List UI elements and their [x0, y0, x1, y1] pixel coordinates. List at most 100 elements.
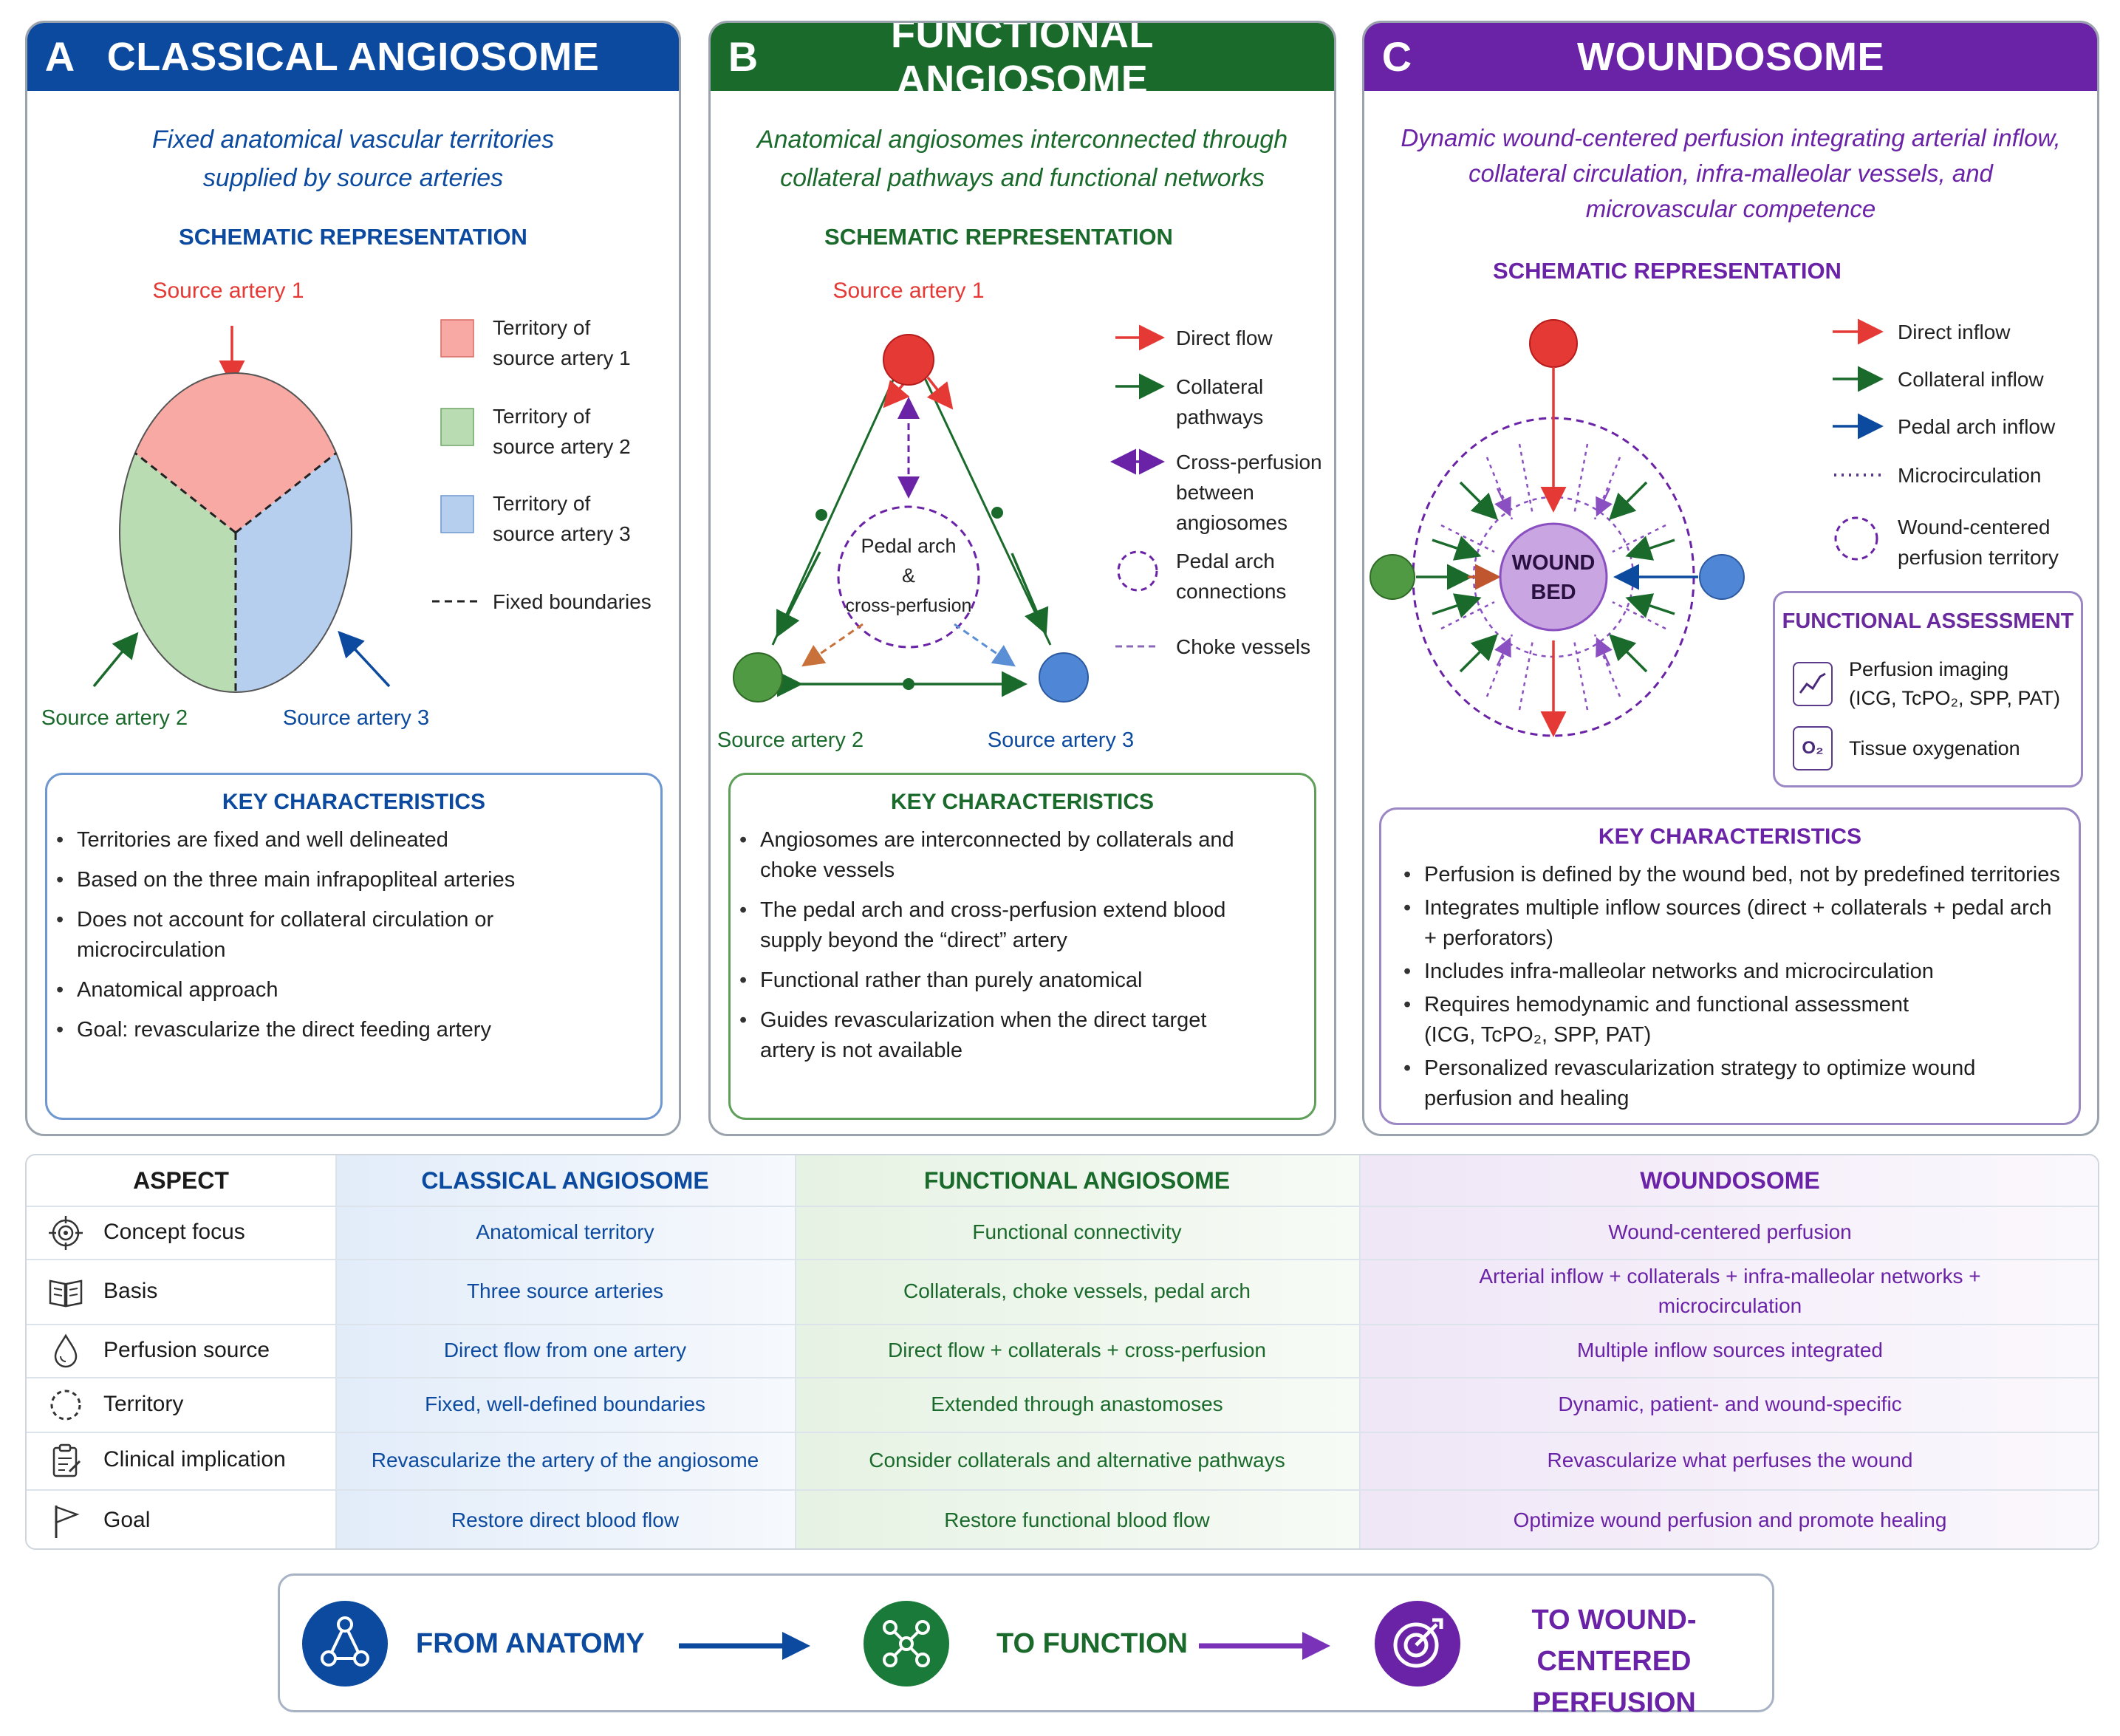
aspect-basis: Basis [103, 1279, 158, 1303]
legend-cross-perfusion-line-2: between [1176, 481, 1254, 504]
banner-from-anatomy: FROM ANATOMY [416, 1628, 645, 1659]
panel-b-key-list: Angiosomes are interconnected by collate… [731, 825, 1314, 1066]
panel-b-letter: B [728, 33, 759, 80]
collateral-pathway-right [918, 366, 1052, 646]
legend-territory-1-line-2: source artery 1 [493, 346, 631, 369]
panel-a-key-title: KEY CHARACTERISTICS [222, 790, 486, 814]
banner-step3-line-2: PERFUSION [1532, 1687, 1696, 1718]
panel-classical-angiosome: A CLASSICAL ANGIOSOME Fixed anatomical v… [25, 21, 681, 1136]
collateral-arrow-right [1011, 553, 1049, 635]
dashed-circle-icon [50, 1390, 81, 1421]
list-item: Guides revascularization when the direct… [739, 1005, 1299, 1066]
perfusion-imaging-text: Perfusion imaging (ICG, TcPO₂, SPP, PAT) [1849, 655, 2060, 713]
list-item: Perfusion is defined by the wound bed, n… [1403, 860, 2064, 890]
table-cell: Direct flow + collaterals + cross-perfus… [888, 1339, 1266, 1361]
column-divider [795, 1155, 796, 1548]
legend-fixed-boundaries-label: Fixed boundaries [493, 590, 652, 613]
book-icon [49, 1279, 83, 1308]
panel-c-title: WOUNDOSOME [1577, 35, 1884, 79]
functional-source-artery-3-label: Source artery 3 [988, 728, 1134, 752]
panel-c-header: C WOUNDOSOME [1364, 23, 2097, 91]
panel-c-schematic-label: SCHEMATIC REPRESENTATION [1493, 258, 1842, 284]
collateral-arrow-left [776, 551, 821, 638]
row-divider [27, 1324, 2098, 1325]
panel-c-subtitle: Dynamic wound-centered perfusion integra… [1379, 120, 2082, 227]
legend-territory-1-line-1: Territory of [493, 316, 590, 339]
list-item: Based on the three main infrapopliteal a… [56, 865, 646, 895]
panel-c-key-characteristics: KEY CHARACTERISTICS Perfusion is defined… [1379, 807, 2081, 1125]
fixed-boundary-line [235, 452, 338, 534]
header-aspect: ASPECT [133, 1167, 229, 1194]
legend-direct-flow-label: Direct flow [1176, 327, 1273, 349]
direct-flow-arrow-right [926, 376, 954, 410]
anatomy-network-icon [302, 1601, 388, 1687]
perfusion-imaging-line-2: (ICG, TcPO₂, SPP, PAT) [1849, 687, 2061, 709]
tissue-oxygenation-item: O₂ Tissue oxygenation [1793, 726, 2020, 770]
table-cell: Extended through anastomoses [931, 1392, 1223, 1415]
panel-a-letter: A [44, 33, 75, 80]
legend-pedal-arch-circle [1117, 550, 1158, 592]
function-network-icon [864, 1601, 949, 1687]
panel-b-schematic-label: SCHEMATIC REPRESENTATION [824, 224, 1173, 250]
panel-c-letter: C [1381, 33, 1412, 80]
panel-a-key-characteristics: KEY CHARACTERISTICS Territories are fixe… [45, 773, 663, 1120]
functional-assessment-title: FUNCTIONAL ASSESSMENT [1782, 609, 2074, 633]
panel-a-header: A CLASSICAL ANGIOSOME [27, 23, 679, 91]
panel-b-subtitle: Anatomical angiosomes interconnected thr… [725, 120, 1319, 197]
panel-woundosome: C WOUNDOSOME Dynamic wound-centered perf… [1362, 21, 2099, 1136]
header-functional: FUNCTIONAL ANGIOSOME [923, 1167, 1231, 1194]
table-cell: Arterial inflow + collaterals + infra-ma… [1479, 1265, 1981, 1317]
direct-inflow-node [1529, 319, 1578, 368]
panel-a-subtitle-line-1: Fixed anatomical vascular territories [151, 126, 555, 154]
wound-bed-label-line-2: BED [1531, 581, 1576, 604]
list-item: Angiosomes are interconnected by collate… [739, 825, 1299, 886]
panel-b-title: FUNCTIONAL ANGIOSOME [891, 21, 1154, 102]
aspect-concept-focus: Concept focus [103, 1220, 245, 1244]
territory-artery-3-sector [236, 453, 352, 692]
classical-column-bg [335, 1155, 795, 1548]
panel-c-subtitle-line-3: microvascular competence [1585, 195, 1876, 222]
table-cell: Multiple inflow sources integrated [1577, 1339, 1883, 1361]
collateral-node [903, 678, 914, 690]
panel-c-subtitle-line-2: collateral circulation, infra-malleolar … [1468, 160, 1993, 187]
source-artery-1-node [883, 334, 934, 386]
row-divider [27, 1206, 2098, 1207]
woundosome-column-bg [1359, 1155, 2098, 1548]
source-artery-2-node [733, 652, 783, 703]
collateral-inflow-node [1370, 554, 1415, 600]
panel-b-subtitle-line-2: collateral pathways and functional netwo… [780, 164, 1265, 192]
legend-collateral-inflow-label: Collateral inflow [1898, 368, 2044, 391]
banner-to-wound-centered: TO WOUND-CENTERED PERFUSION [1488, 1599, 1740, 1723]
perfusion-imaging-line-1: Perfusion imaging [1849, 658, 2009, 680]
panel-a-schematic-label: SCHEMATIC REPRESENTATION [179, 224, 527, 250]
list-item: Includes infra-malleolar networks and mi… [1403, 957, 2064, 987]
column-divider [1359, 1155, 1361, 1548]
collateral-node [991, 507, 1003, 519]
list-item: Anatomical approach [56, 975, 646, 1005]
legend-choke-vessels-label: Choke vessels [1176, 635, 1310, 658]
legend-cross-perfusion-line-1: Cross-perfusion [1176, 451, 1322, 474]
legend-pedal-arch-line-2: connections [1176, 580, 1286, 603]
row-divider [27, 1489, 2098, 1491]
panel-functional-angiosome: B FUNCTIONAL ANGIOSOME Anatomical angios… [708, 21, 1336, 1136]
list-item: Does not account for collateral circulat… [56, 905, 646, 966]
aspect-perfusion-source: Perfusion source [103, 1338, 270, 1362]
legend-collateral-line-1: Collateral [1176, 375, 1263, 398]
banner-step3-line-1: TO WOUND-CENTERED [1531, 1605, 1697, 1677]
panel-a-key-list: Territories are fixed and well delineate… [47, 825, 660, 1045]
source-artery-3-node [1039, 652, 1089, 703]
collateral-node [815, 509, 827, 521]
chart-line-icon [1793, 662, 1833, 706]
table-cell: Collaterals, choke vessels, pedal arch [903, 1279, 1251, 1302]
list-item: Personalized revascularization strategy … [1403, 1053, 2064, 1114]
microcirculation-spokes [1440, 443, 1666, 711]
list-item: Territories are fixed and well delineate… [56, 825, 646, 855]
pedal-arch-label: Pedal arch [861, 535, 956, 557]
banner-to-function: TO FUNCTION [996, 1628, 1188, 1659]
table-cell: Anatomical territory [476, 1220, 654, 1243]
legend-territory-line-2: perfusion territory [1898, 546, 2059, 569]
legend-swatch-territory-3 [440, 495, 474, 533]
aspect-clinical-implication: Clinical implication [103, 1447, 286, 1472]
table-cell: Fixed, well-defined boundaries [425, 1392, 705, 1415]
panel-b-subtitle-line-1: Anatomical angiosomes interconnected thr… [756, 126, 1288, 154]
